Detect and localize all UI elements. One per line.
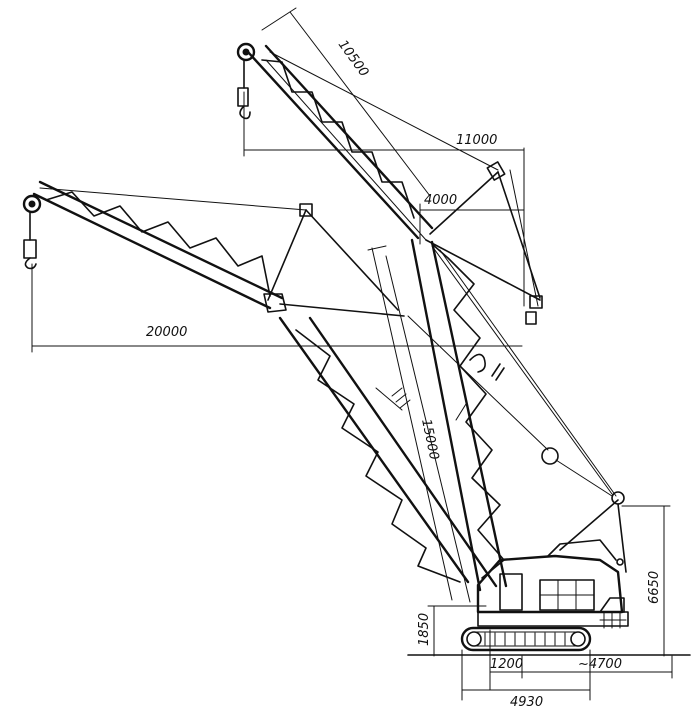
dim-4000: 4000	[424, 193, 457, 208]
dimension-lines	[31, 7, 673, 701]
inclined-boom	[278, 316, 498, 588]
upper-jib	[236, 42, 543, 325]
dim-10500: 10500	[335, 38, 371, 80]
lower-jib	[22, 180, 405, 317]
pendant-ropes	[385, 245, 617, 603]
dim-1200: 1200	[490, 657, 523, 672]
dim-4930: 4930	[510, 695, 543, 710]
main-boom	[410, 238, 508, 592]
crawler-track	[460, 626, 592, 652]
dim-11000: 11000	[456, 133, 497, 148]
dim-20000: 20000	[146, 325, 187, 340]
dim-6650: 6650	[647, 571, 662, 604]
dim-15000: 15000	[418, 418, 441, 462]
dim-4700: ~4700	[578, 657, 622, 672]
dim-1850: 1850	[417, 613, 432, 646]
crane-house	[476, 491, 629, 629]
